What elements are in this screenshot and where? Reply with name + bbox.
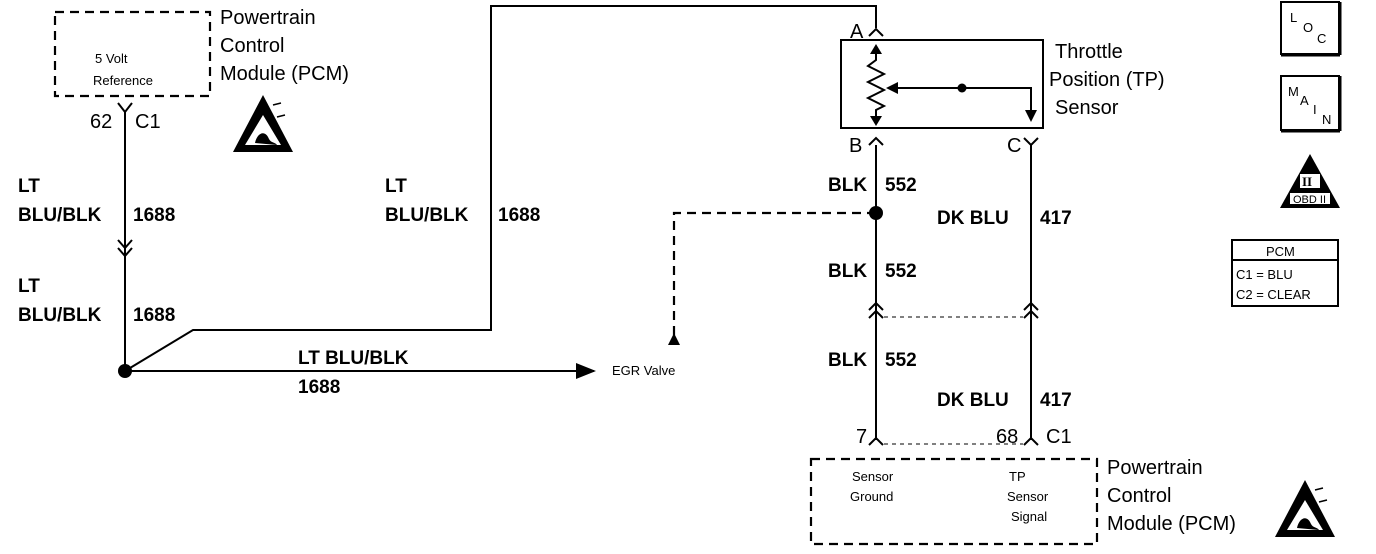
- left-inline-connector: [117, 239, 133, 258]
- pcm-legend-title: PCM: [1266, 244, 1295, 259]
- pcm-top: 5 Volt Reference Powertrain Control Modu…: [53, 7, 349, 133]
- shield-ground-arrow: [668, 333, 680, 345]
- pcm-top-title-3: Module (PCM): [220, 63, 349, 85]
- pcm-bottom-title-1: Powertrain: [1107, 457, 1203, 479]
- tp-wiper: [888, 87, 1032, 112]
- pcm-legend-line-2: C2 = CLEAR: [1236, 287, 1311, 302]
- wire-mid-color-1: LT: [385, 176, 407, 197]
- obd-roman: II: [1302, 174, 1312, 189]
- tp-title-3: Sensor: [1055, 97, 1119, 119]
- tp-sensor-box: [840, 39, 1044, 129]
- esd-warning-icon: [233, 95, 293, 152]
- wire-dkblu-1-color: DK BLU: [937, 208, 1009, 229]
- pcm-bottom-pin-68-connector: [1023, 436, 1039, 446]
- wire-blk-2-circuit: 552: [885, 261, 917, 282]
- egr-valve-label: EGR Valve: [612, 363, 675, 378]
- splice-blk: [869, 206, 883, 220]
- obd-ii-triangle-icon: II OBD II: [1280, 154, 1340, 208]
- pcm-top-title-2: Control: [220, 35, 284, 57]
- inline-connector-dkblu: [1023, 301, 1039, 319]
- tp-pin-b: B: [849, 135, 862, 157]
- inline-connector-blk: [868, 301, 884, 319]
- pcm-bottom: Sensor Ground TP Sensor Signal Powertrai…: [809, 457, 1236, 546]
- wire-dkblu-2-color: DK BLU: [937, 390, 1009, 411]
- pcm-top-inner-line-2: Reference: [93, 73, 153, 88]
- loc-letter-c: C: [1317, 31, 1326, 46]
- wire-blk-2-color: BLK: [828, 261, 867, 282]
- wire-dkblu-2-circuit: 417: [1040, 390, 1072, 411]
- wire-blk-1-color: BLK: [828, 175, 867, 196]
- pcm-top-title-1: Powertrain: [220, 7, 316, 29]
- tp-sensor: A B C Throttle Position (TP) Sensor: [840, 21, 1165, 157]
- main-letter-a: A: [1300, 93, 1309, 108]
- pcm-top-inner-line-1: 5 Volt: [95, 51, 128, 66]
- wire-left-lower-circuit: 1688: [133, 305, 175, 326]
- main-letter-m: M: [1288, 84, 1299, 99]
- tp-pin-a-connector: [868, 27, 884, 37]
- loc-letter-l: L: [1290, 10, 1297, 25]
- wire-left-upper-circuit: 1688: [133, 205, 175, 226]
- wire-blk-1-circuit: 552: [885, 175, 917, 196]
- obd-text: OBD II: [1293, 194, 1326, 206]
- tp-pin-c: C: [1007, 135, 1021, 157]
- pcm-top-box: [53, 10, 212, 98]
- main-letter-n: N: [1322, 112, 1331, 127]
- pcm-top-pin-connector-symbol: [117, 102, 133, 114]
- pcm-bottom-left-label-2: Ground: [850, 489, 893, 504]
- pcm-top-pin: 62: [90, 111, 112, 133]
- shield-dashed-wire: [672, 211, 876, 340]
- loc-letter-o: O: [1303, 20, 1313, 35]
- pcm-top-connector: C1: [135, 111, 161, 133]
- pcm-bottom-left-label-1: Sensor: [852, 469, 894, 484]
- pcm-bottom-title-3: Module (PCM): [1107, 513, 1236, 535]
- wire-left-upper-color-2: BLU/BLK: [18, 205, 102, 226]
- tp-pin-b-connector: [868, 136, 884, 146]
- wire-mid-color-2: BLU/BLK: [385, 205, 469, 226]
- esd-warning-icon: [1275, 480, 1335, 537]
- main-letter-i: I: [1313, 102, 1317, 117]
- wire-horizontal-color: LT BLU/BLK: [298, 348, 409, 369]
- main-legend-icon: M A I N: [1280, 75, 1342, 133]
- wire-left-lower-color-2: BLU/BLK: [18, 305, 102, 326]
- tp-pin-c-connector: [1023, 137, 1039, 147]
- wire-blk-3-circuit: 552: [885, 350, 917, 371]
- tp-pin-a: A: [850, 21, 864, 43]
- tp-title-2: Position (TP): [1049, 69, 1165, 91]
- pcm-bottom-right-label-1: TP: [1009, 469, 1026, 484]
- wire-left-upper-color-1: LT: [18, 176, 40, 197]
- pcm-bottom-pin-7-connector: [868, 436, 884, 446]
- pcm-bottom-connector: C1: [1046, 426, 1072, 448]
- wire-horizontal-circuit: 1688: [298, 377, 340, 398]
- wire-dkblu-1-circuit: 417: [1040, 208, 1072, 229]
- pcm-bottom-right-label-2: Sensor: [1007, 489, 1049, 504]
- wire-to-tp-a: [124, 5, 877, 372]
- tp-title-1: Throttle: [1055, 41, 1123, 63]
- pcm-connector-legend: PCM C1 = BLU C2 = CLEAR: [1231, 239, 1339, 307]
- wire-blk-3-color: BLK: [828, 350, 867, 371]
- tp-resistor: [865, 46, 887, 122]
- wire-left-lower-color-1: LT: [18, 276, 40, 297]
- pcm-bottom-title-2: Control: [1107, 485, 1171, 507]
- pcm-bottom-pin-7: 7: [856, 426, 867, 448]
- pcm-bottom-pin-68: 68: [996, 426, 1018, 448]
- wire-mid-circuit: 1688: [498, 205, 540, 226]
- loc-legend-icon: L O C: [1280, 1, 1342, 57]
- pcm-legend-line-1: C1 = BLU: [1236, 267, 1293, 282]
- pcm-bottom-right-label-3: Signal: [1011, 509, 1047, 524]
- pcm-bottom-box: [809, 457, 1099, 546]
